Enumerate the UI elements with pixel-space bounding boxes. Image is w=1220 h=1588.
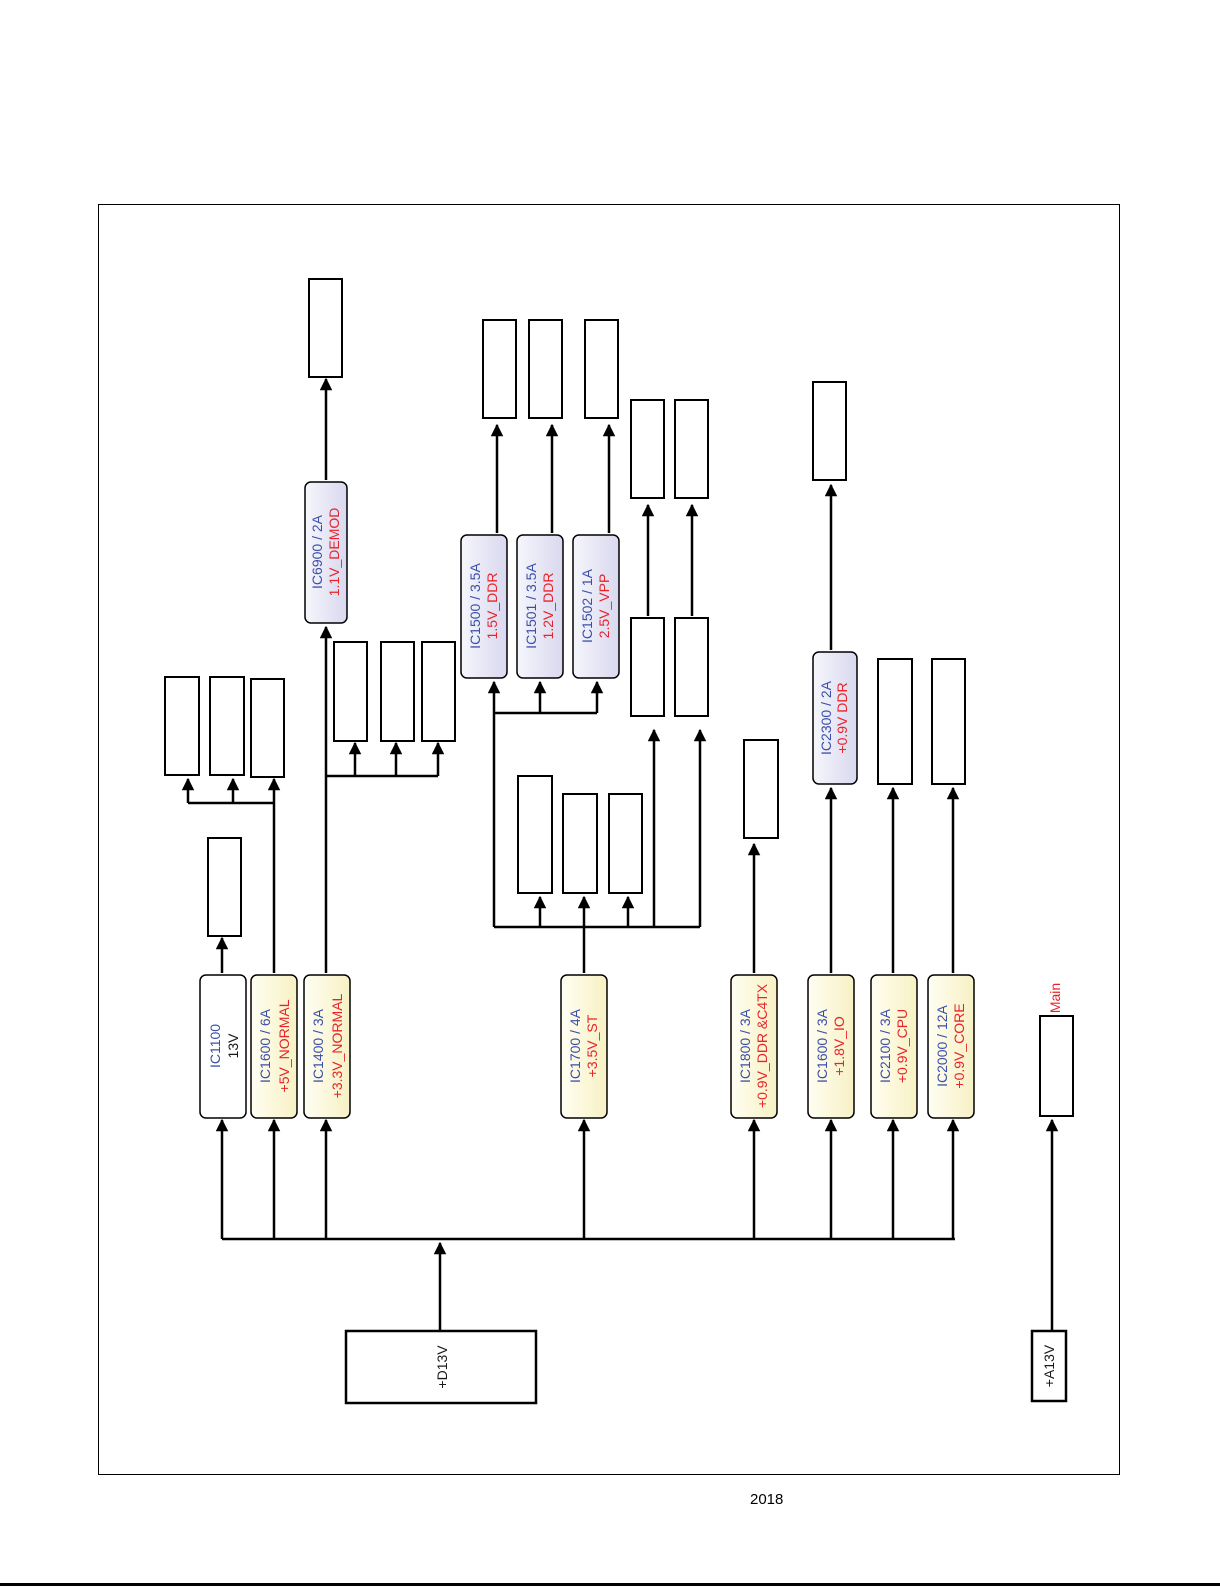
- ic1600a-id: IC1600 / 6A: [257, 1008, 273, 1083]
- load-box: [308, 278, 343, 378]
- regulator-ic1100: IC1100 13V: [199, 974, 247, 1119]
- regulator-ic1600-6a: IC1600 / 6A +5V_NORMAL: [250, 974, 298, 1119]
- regulator-ic6900: IC6900 / 2A 1.1V_DEMOD: [304, 481, 348, 624]
- ic1700-id: IC1700 / 4A: [567, 1008, 583, 1083]
- regulator-ic1400: IC1400 / 3A +3.3V_NORMAL: [303, 974, 351, 1119]
- ic1500-rail: 1.5V_DDR: [484, 573, 500, 640]
- load-box: [164, 676, 200, 776]
- ic1400-id: IC1400 / 3A: [310, 1008, 326, 1083]
- diagram-frame: [98, 204, 1120, 1475]
- ic2000-rail: +0.9V_CORE: [951, 1003, 967, 1088]
- load-boxes: [164, 278, 1074, 1117]
- ic2100-id: IC2100 / 3A: [877, 1008, 893, 1083]
- main-load-box: [1039, 1015, 1074, 1117]
- load-box: [630, 617, 665, 717]
- load-box: [743, 739, 779, 839]
- load-box: [517, 775, 553, 894]
- regulator-ic2100: IC2100 / 3A +0.9V_CPU: [870, 974, 918, 1119]
- load-box: [630, 399, 665, 499]
- ic1600b-id: IC1600 / 3A: [814, 1008, 830, 1083]
- ic6900-id: IC6900 / 2A: [309, 514, 325, 589]
- regulator-ic1700: IC1700 / 4A +3.5V_ST: [560, 974, 608, 1119]
- ic1600a-rail: +5V_NORMAL: [276, 999, 292, 1092]
- load-box: [674, 399, 709, 499]
- ic1502-id: IC1502 / 1A: [579, 568, 595, 643]
- load-box: [812, 381, 847, 481]
- load-box: [333, 641, 368, 742]
- ic1700-rail: +3.5V_ST: [584, 1014, 600, 1077]
- load-box: [877, 658, 913, 785]
- load-box: [931, 658, 966, 785]
- ic2300-id: IC2300 / 2A: [818, 680, 834, 755]
- load-box: [421, 641, 456, 742]
- load-box: [562, 793, 598, 894]
- load-box: [207, 837, 242, 937]
- ic6900-rail: 1.1V_DEMOD: [326, 508, 342, 597]
- ic1501-id: IC1501 / 3.5A: [523, 563, 539, 649]
- ic1600b-rail: +1.8V_IO: [831, 1016, 847, 1076]
- regulator-ic1501: IC1501 / 3.5A 1.2V_DDR: [516, 534, 564, 679]
- ic2000-id: IC2000 / 12A: [934, 1004, 950, 1086]
- load-box: [528, 319, 563, 419]
- a13v-label: +A13V: [1041, 1344, 1057, 1387]
- regulator-ic1502: IC1502 / 1A 2.5V_VPP: [572, 534, 620, 679]
- ic1400-rail: +3.3V_NORMAL: [329, 993, 345, 1098]
- load-box: [674, 617, 709, 717]
- load-box: [584, 319, 619, 419]
- footer-year: 2018: [750, 1491, 784, 1508]
- regulator-ic1500: IC1500 / 3.5A 1.5V_DDR: [460, 534, 508, 679]
- source-d13v: +D13V: [344, 1329, 538, 1405]
- load-box: [209, 676, 245, 776]
- wires: [181, 377, 1059, 1330]
- regulator-ic2300: IC2300 / 2A +0.9V DDR: [812, 651, 858, 785]
- load-box: [380, 641, 415, 742]
- ic1800-id: IC1800 / 3A: [737, 1008, 753, 1083]
- ic1100-id: IC1100: [207, 1024, 223, 1068]
- ic2100-rail: +0.9V_CPU: [894, 1009, 910, 1083]
- d13v-label: +D13V: [434, 1345, 450, 1389]
- main-label: Main: [1047, 983, 1063, 1013]
- load-box: [250, 678, 285, 778]
- ic1800-rail: +0.9V_DDR &C4TX: [754, 983, 770, 1108]
- ic1501-rail: 1.2V_DDR: [540, 573, 556, 640]
- regulator-ic1600-3a: IC1600 / 3A +1.8V_IO: [807, 974, 855, 1119]
- ic1500-id: IC1500 / 3.5A: [467, 563, 483, 649]
- source-a13v: +A13V: [1030, 1329, 1068, 1403]
- regulator-ic1800: IC1800 / 3A +0.9V_DDR &C4TX: [730, 974, 778, 1119]
- load-box: [608, 793, 643, 894]
- load-box: [482, 319, 517, 419]
- regulator-ic2000: IC2000 / 12A +0.9V_CORE: [927, 974, 975, 1119]
- ic1502-rail: 2.5V_VPP: [596, 574, 612, 639]
- ic1100-rail: 13V: [225, 1033, 241, 1059]
- bottom-rule: [0, 1583, 1220, 1586]
- ic2300-rail: +0.9V DDR: [834, 682, 850, 753]
